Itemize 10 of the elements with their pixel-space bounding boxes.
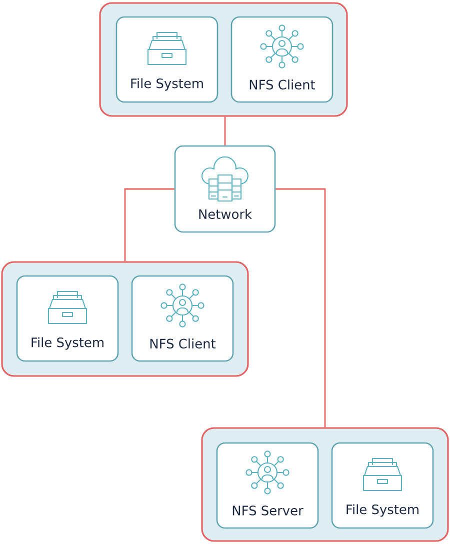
card: Network xyxy=(174,145,276,233)
card: File System xyxy=(16,275,119,362)
connector-line xyxy=(224,116,226,146)
card: NFS Server xyxy=(216,442,319,529)
card: File System xyxy=(116,16,218,103)
card: NFS Client xyxy=(230,16,334,103)
connector-line xyxy=(124,188,174,262)
card: File System xyxy=(331,442,434,529)
connector-line xyxy=(276,188,326,428)
card: NFS Client xyxy=(131,275,234,362)
